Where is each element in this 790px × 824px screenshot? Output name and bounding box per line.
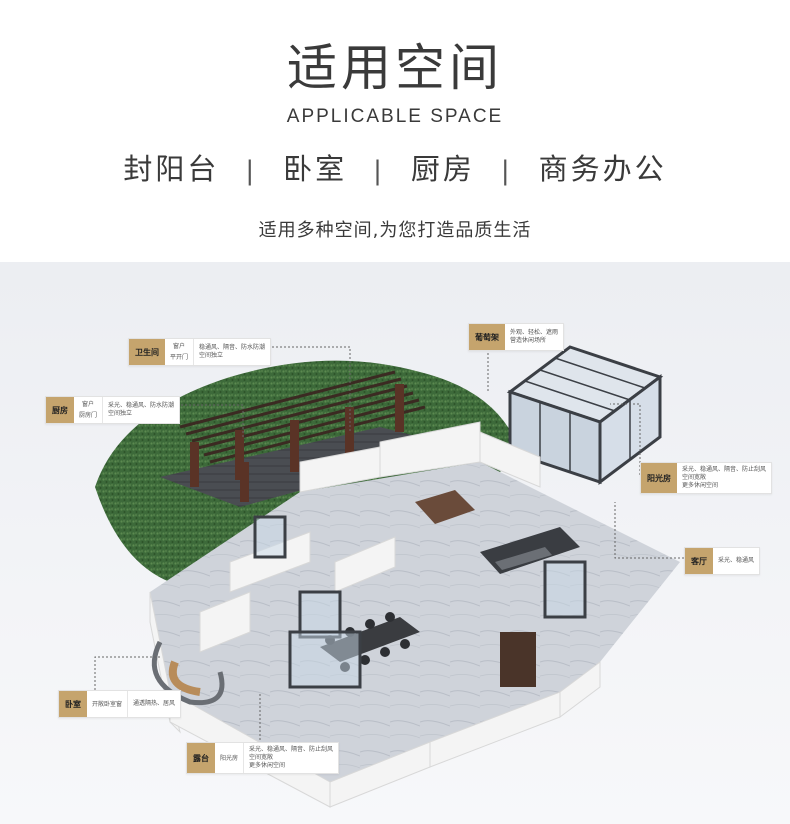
callout-desc: 空间宽敞 xyxy=(249,754,274,761)
house-cutaway-image xyxy=(94,331,684,808)
category-separator: | xyxy=(245,156,258,186)
callout-bathroom: 卫生间 窗户 平开门 稳通风、隔音、防水防潮 空间独立 xyxy=(128,338,272,366)
callout-label: 葡萄架 xyxy=(469,324,505,350)
callout-pergola: 葡萄架 外观、轻松、遮雨 营造休闲场所 xyxy=(468,323,565,351)
callout-desc: 空间独立 xyxy=(199,352,224,359)
spiral-staircase xyxy=(151,640,225,706)
callout-label: 卧室 xyxy=(59,691,87,717)
page-subtitle: APPLICABLE SPACE xyxy=(286,106,504,127)
callout-label: 厨房 xyxy=(46,397,74,423)
header: 适用空间 APPLICABLE SPACE 封阳台 | 卧室 | 厨房 | 商务办公 适用多… xyxy=(0,0,790,262)
house-illustration: 卫生间 窗户 平开门 稳通风、隔音、防水防潮 空间独立 厨房 窗户 厨房门 采光… xyxy=(0,262,790,824)
tagline: 适用多种空间,为您打造品质生活 xyxy=(258,220,532,241)
callout-sub: 开敞卧室窗 xyxy=(92,700,123,708)
callout-sub: 平开门 xyxy=(170,354,189,361)
callout-desc: 通透隔热、居风 xyxy=(133,700,176,707)
category-separator: | xyxy=(500,156,513,186)
category-balcony: 封阳台 xyxy=(123,152,220,186)
callout-label: 露台 xyxy=(187,743,215,773)
callout-desc: 采光、稳通风、隔音、防止刮风 xyxy=(249,746,334,753)
callout-bedroom: 卧室 开敞卧室窗 通透隔热、居风 xyxy=(58,690,182,718)
category-kitchen: 厨房 xyxy=(410,152,475,186)
callout-living-room: 客厅 采光、稳通风 xyxy=(684,547,761,575)
callout-desc: 更多休闲空间 xyxy=(682,482,719,489)
callout-desc: 采光、稳通风、防水防潮 xyxy=(108,402,175,409)
category-bedroom: 卧室 xyxy=(283,152,348,186)
page-title: 适用空间 xyxy=(287,39,503,97)
callout-desc: 稳通风、隔音、防水防潮 xyxy=(199,344,266,351)
callout-sub: 窗户 xyxy=(82,401,95,408)
callout-sunroom: 阳光房 采光、稳通风、隔音、防止刮风 空间宽敞 更多休闲空间 xyxy=(640,462,773,494)
sunroom xyxy=(506,345,664,485)
entrance-door xyxy=(500,632,536,687)
callout-kitchen: 厨房 窗户 厨房门 采光、稳通风、防水防潮 空间独立 xyxy=(45,396,181,424)
callout-terrace: 露台 阳光房 采光、稳通风、隔音、防止刮风 空间宽敞 更多休闲空间 xyxy=(186,742,340,774)
callout-desc: 空间独立 xyxy=(108,410,133,417)
category-list: 封阳台 | 卧室 | 厨房 | 商务办公 xyxy=(0,146,790,188)
callout-sub: 窗户 xyxy=(173,343,186,350)
callout-label: 卫生间 xyxy=(129,339,165,365)
category-office: 商务办公 xyxy=(538,152,667,186)
callout-desc: 外观、轻松、遮雨 xyxy=(510,329,559,336)
callout-desc: 空间宽敞 xyxy=(682,474,707,481)
living-sofa xyxy=(480,527,580,574)
callout-desc: 营造休闲场所 xyxy=(510,337,547,344)
sliding-doors xyxy=(253,515,587,689)
pergola-columns xyxy=(190,384,404,502)
callout-sub: 阳光房 xyxy=(220,754,239,762)
category-separator: | xyxy=(373,156,385,186)
callout-desc: 采光、稳通风、隔音、防止刮风 xyxy=(682,466,767,473)
callout-desc: 更多休闲空间 xyxy=(249,762,286,769)
callout-desc: 采光、稳通风 xyxy=(718,557,755,564)
callout-label: 阳光房 xyxy=(641,463,677,493)
callout-sub: 厨房门 xyxy=(79,412,98,419)
bedroom-bed xyxy=(415,490,475,524)
callout-label: 客厅 xyxy=(685,548,713,574)
